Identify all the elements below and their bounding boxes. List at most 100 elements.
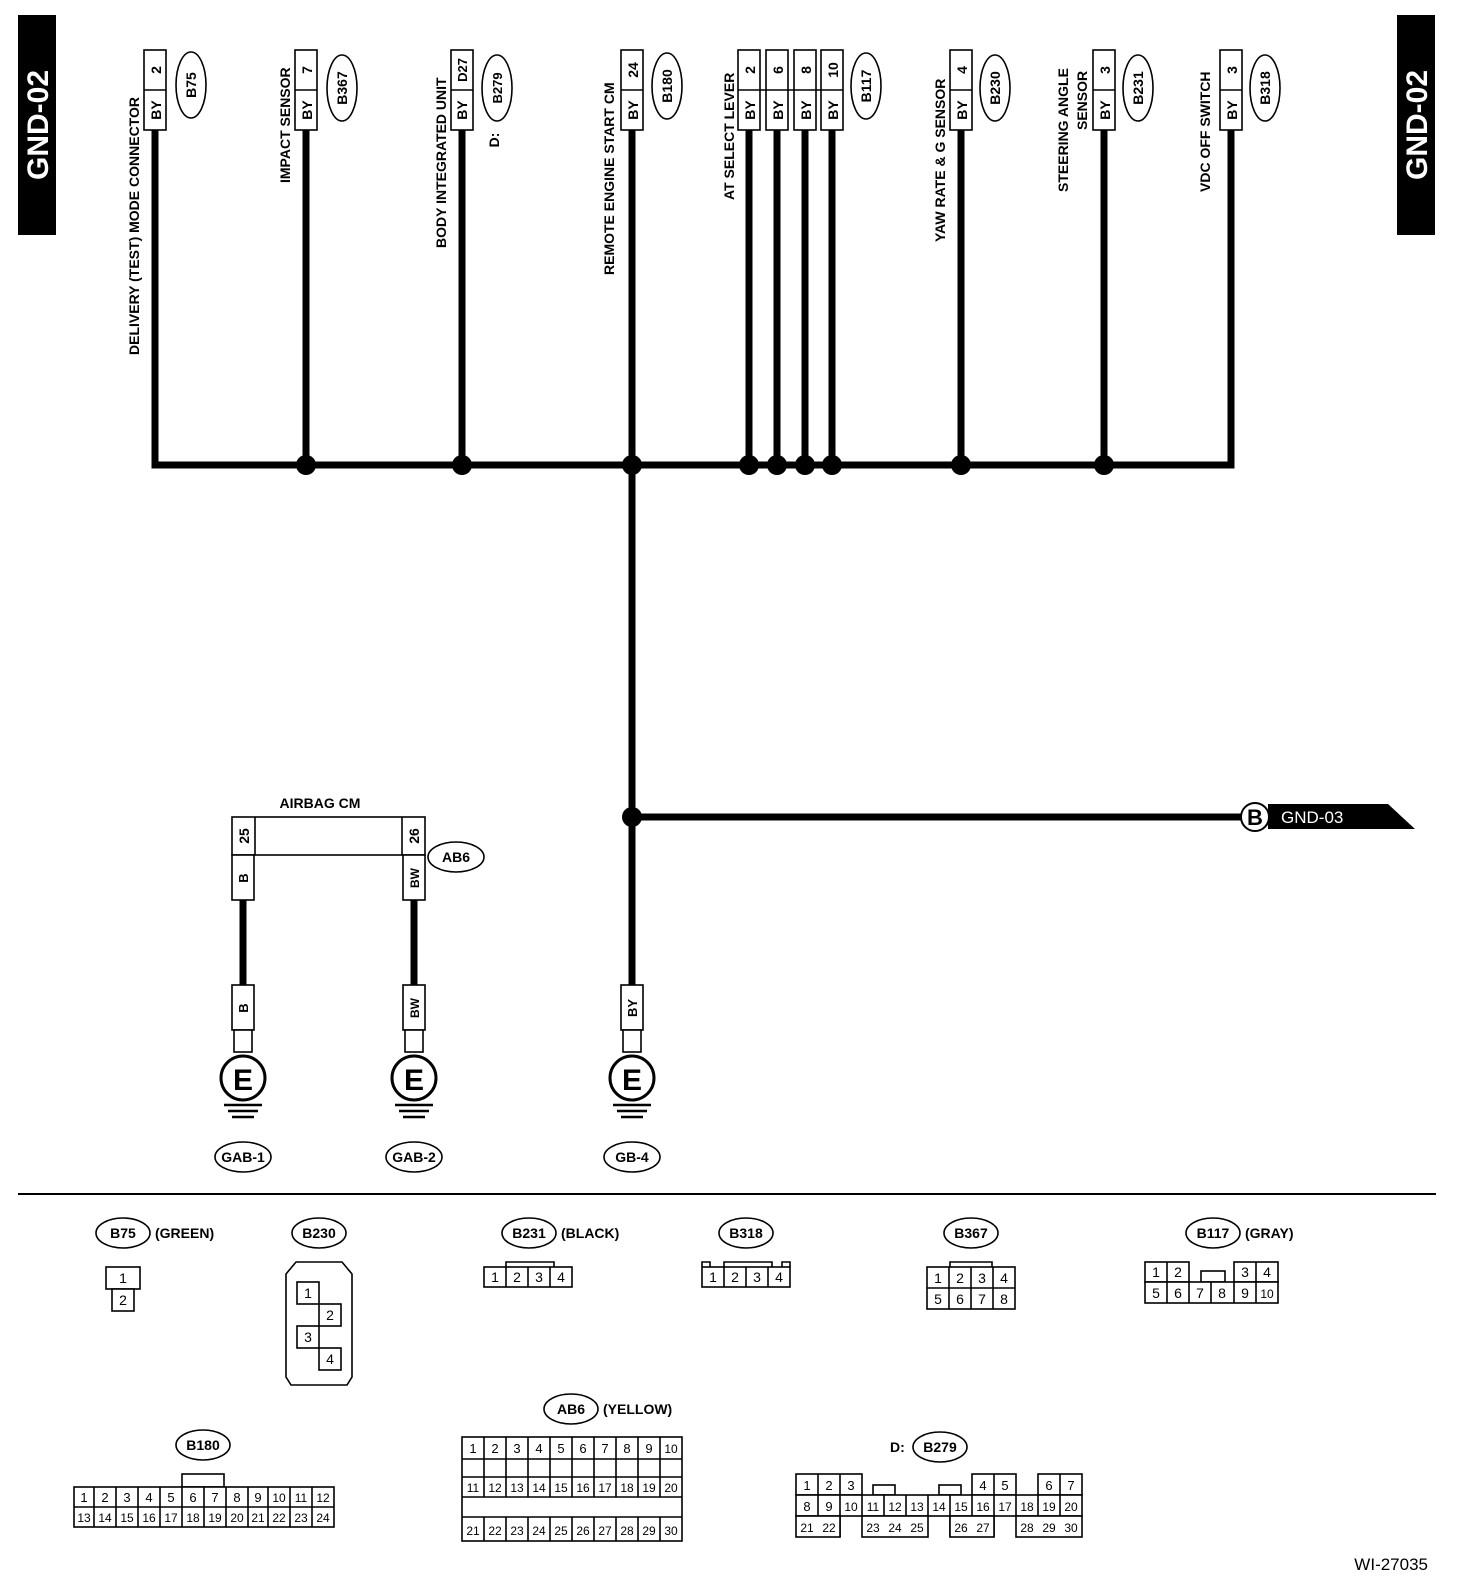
connector-view-b231: B231 (BLACK) 1 2 3 4 [483,1217,619,1288]
svg-text:4: 4 [145,1490,152,1505]
svg-text:20: 20 [664,1481,678,1495]
pin-number: 10 [825,62,841,78]
wire-color: B [236,873,251,882]
svg-text:21: 21 [466,1524,480,1538]
svg-text:4: 4 [326,1351,334,1367]
component-label: DELIVERY (TEST) MODE CONNECTOR [126,97,142,355]
svg-text:16: 16 [976,1500,990,1514]
svg-text:13: 13 [77,1511,91,1525]
svg-text:3: 3 [123,1490,130,1505]
connector-id: B180 [659,69,675,103]
svg-text:22: 22 [822,1521,836,1535]
svg-text:24: 24 [532,1524,546,1538]
connector-b367: 7 BY B367 IMPACT SENSOR [277,49,358,183]
branch-letter: B [1247,805,1263,830]
svg-text:6: 6 [1045,1478,1052,1493]
view-note: (GREEN) [155,1225,214,1241]
wire-color: BY [798,100,814,120]
svg-text:17: 17 [598,1481,612,1495]
svg-text:2: 2 [119,1292,127,1308]
wire-color: B [236,1003,251,1012]
svg-text:1: 1 [1152,1264,1160,1280]
svg-text:8: 8 [803,1499,810,1514]
connector-view-b180: B180 1 2 3 4 5 6 7 8 9 10 11 12 13 14 15… [73,1429,335,1528]
svg-text:9: 9 [254,1490,261,1505]
connector-view-b75: B75 (GREEN) 1 2 [95,1217,214,1312]
svg-text:20: 20 [1064,1500,1078,1514]
ground-symbol: E [404,1064,424,1097]
svg-text:1: 1 [709,1269,717,1285]
svg-text:4: 4 [979,1478,986,1493]
ground-name: GB-4 [615,1149,649,1165]
svg-text:30: 30 [664,1524,678,1538]
svg-text:2: 2 [101,1490,108,1505]
component-label: AT SELECT LEVER [721,73,737,200]
pin-number: 2 [148,66,164,74]
wire-color: BW [408,997,422,1018]
svg-text:11: 11 [867,1500,880,1514]
view-id: B279 [923,1439,957,1455]
svg-text:26: 26 [576,1524,590,1538]
svg-text:1: 1 [469,1441,476,1456]
wire-color: BY [454,100,470,120]
svg-text:9: 9 [1241,1285,1249,1301]
svg-text:15: 15 [120,1511,134,1525]
view-id: B180 [186,1437,220,1453]
view-note: (BLACK) [561,1225,619,1241]
figure-code: WI-27035 [1354,1555,1428,1574]
svg-text:8: 8 [623,1441,630,1456]
pin-number: 6 [770,66,786,74]
connector-id: B367 [334,71,350,105]
svg-text:7: 7 [601,1441,608,1456]
pin-number: 3 [1097,66,1113,74]
svg-text:22: 22 [272,1511,286,1525]
svg-text:27: 27 [598,1524,612,1538]
svg-text:3: 3 [978,1270,986,1286]
svg-text:18: 18 [1020,1500,1034,1514]
svg-text:8: 8 [1000,1291,1008,1307]
svg-text:14: 14 [98,1511,112,1525]
wire-color: BY [299,100,315,120]
ground-gb4: BY E GB-4 [603,984,661,1173]
connector-view-b318: B318 1 2 3 4 [701,1217,791,1288]
svg-text:20: 20 [230,1511,244,1525]
svg-text:2: 2 [1174,1264,1182,1280]
svg-text:9: 9 [825,1499,832,1514]
component-label: REMOTE ENGINE START CM [601,82,617,275]
svg-text:13: 13 [910,1500,924,1514]
svg-text:2: 2 [491,1441,498,1456]
pin-number: 4 [954,66,970,74]
svg-text:14: 14 [932,1500,946,1514]
svg-text:5: 5 [1001,1478,1008,1493]
ground-symbol: E [233,1064,253,1097]
connector-b279: D27 BY B279 D: BODY INTEGRATED UNIT [433,49,513,248]
svg-text:27: 27 [976,1521,990,1535]
svg-text:1: 1 [80,1490,87,1505]
ground-gab2: BW E GAB-2 [385,984,443,1173]
svg-text:1: 1 [304,1285,312,1301]
view-id: B75 [110,1225,136,1241]
airbag-label: AIRBAG CM [280,795,361,811]
svg-text:8: 8 [233,1490,240,1505]
svg-text:3: 3 [847,1478,854,1493]
pin-number: 2 [742,66,758,74]
pin-number: 8 [798,66,814,74]
svg-text:17: 17 [164,1511,178,1525]
connector-prefix: D: [486,133,502,148]
svg-text:4: 4 [557,1269,565,1285]
svg-text:5: 5 [167,1490,174,1505]
ground-gab1: B E GAB-1 [214,984,272,1173]
svg-text:12: 12 [316,1491,330,1505]
wire-color: BY [742,100,758,120]
svg-text:29: 29 [1042,1521,1056,1535]
pin-number: 3 [1224,66,1240,74]
wire-color: BY [1097,100,1113,120]
svg-text:10: 10 [664,1442,678,1456]
svg-text:2: 2 [326,1307,334,1323]
component-label: YAW RATE & G SENSOR [932,79,948,242]
svg-text:28: 28 [1020,1521,1034,1535]
view-id: B318 [729,1225,763,1241]
connector-b117: 2 6 8 10 BY BY BY BY B117 AT SELECT LEVE… [721,49,882,200]
svg-text:9: 9 [645,1441,652,1456]
